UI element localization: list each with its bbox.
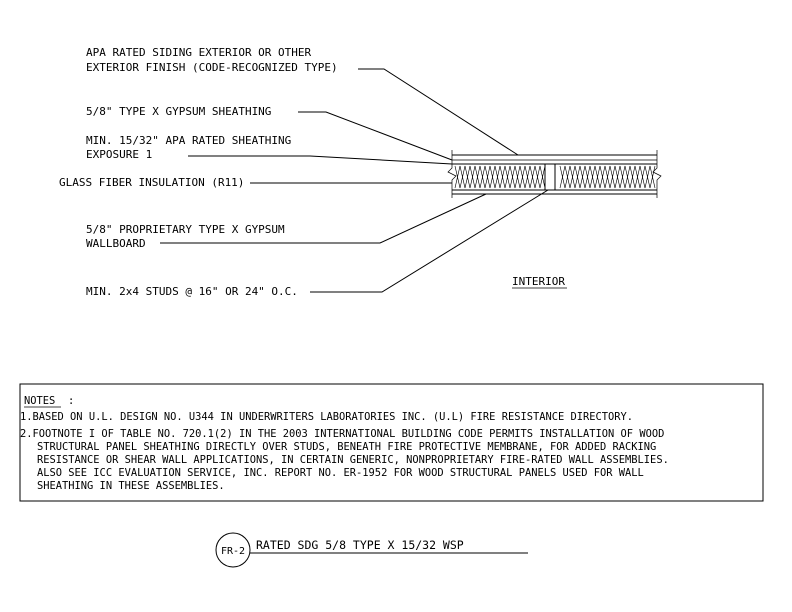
- apa-sheathing-label-line-1: MIN. 15/32" APA RATED SHEATHING: [86, 134, 291, 147]
- insulation-label: GLASS FIBER INSULATION (R11): [59, 176, 244, 189]
- notes-box: [19, 383, 764, 502]
- interior-label: INTERIOR: [512, 275, 565, 288]
- wallboard-label-line-1: 5/8" PROPRIETARY TYPE X GYPSUM: [86, 223, 285, 236]
- gypsum-sheathing-leader: [298, 111, 453, 161]
- note-2-line-1: 2.FOOTNOTE I OF TABLE NO. 720.1(2) IN TH…: [20, 428, 664, 440]
- detail-tag: FR-2: [221, 546, 245, 557]
- wallboard-leader: [160, 193, 487, 244]
- detail-title: RATED SDG 5/8 TYPE X 15/32 WSP: [256, 538, 464, 552]
- glass-fiber-insulation: [454, 165, 656, 189]
- wall-section: [447, 150, 662, 198]
- studs-leader: [310, 189, 549, 293]
- gypsum-sheathing-label: 5/8" TYPE X GYPSUM SHEATHING: [86, 105, 271, 118]
- siding-leader: [358, 68, 519, 156]
- right-break-line: [652, 150, 662, 198]
- wallboard-label-line-2: WALLBOARD: [86, 237, 146, 250]
- siding-label-line-1: APA RATED SIDING EXTERIOR OR OTHER: [86, 46, 312, 59]
- apa-sheathing-leader: [188, 155, 453, 165]
- detail-tag-circle: [215, 532, 251, 568]
- apa-sheathing-label-line-2: EXPOSURE 1: [86, 148, 152, 161]
- note-2-line-2: STRUCTURAL PANEL SHEATHING DIRECTLY OVER…: [37, 441, 656, 453]
- insulation-wave-2: [454, 165, 656, 189]
- note-2-line-4: ALSO SEE ICC EVALUATION SERVICE, INC. RE…: [37, 467, 644, 479]
- siding-label-line-2: EXTERIOR FINISH (CODE-RECOGNIZED TYPE): [86, 61, 338, 74]
- notes-heading-colon: :: [68, 395, 74, 407]
- note-1: 1.BASED ON U.L. DESIGN NO. U344 IN UNDER…: [20, 411, 633, 423]
- studs-label: MIN. 2x4 STUDS @ 16" OR 24" O.C.: [86, 285, 298, 298]
- left-break-line: [447, 150, 457, 198]
- notes-heading: NOTES: [24, 395, 55, 407]
- note-2-line-5: SHEATHING IN THESE ASSEMBLIES.: [37, 480, 225, 492]
- stud: [544, 163, 556, 191]
- note-2-line-3: RESISTANCE OR SHEAR WALL APPLICATIONS, I…: [37, 454, 669, 466]
